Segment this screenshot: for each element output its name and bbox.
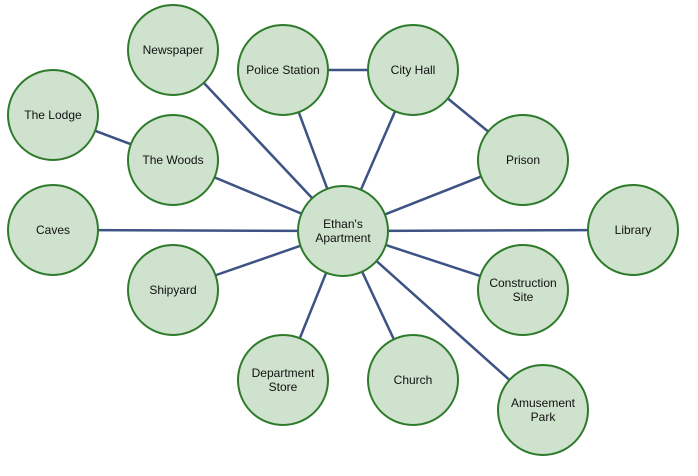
node-lodge: The Lodge bbox=[7, 69, 99, 161]
node-circle-shipyard bbox=[127, 244, 219, 336]
node-label-construction: Construction bbox=[489, 276, 556, 290]
node-label-woods: The Woods bbox=[142, 153, 203, 167]
node-shipyard: Shipyard bbox=[127, 244, 219, 336]
node-circle-woods bbox=[127, 114, 219, 206]
edge-apartment-library bbox=[342, 228, 634, 233]
node-label-library: Library bbox=[615, 223, 652, 237]
node-label-amusement: Amusement bbox=[511, 396, 576, 410]
node-circle-caves bbox=[7, 184, 99, 276]
node-circle-church bbox=[367, 334, 459, 426]
node-label-church: Church bbox=[394, 373, 433, 387]
node-label-amusement: Park bbox=[531, 410, 557, 424]
node-circle-cityhall bbox=[367, 24, 459, 116]
node-newspaper: Newspaper bbox=[127, 4, 219, 96]
node-label-lodge: The Lodge bbox=[24, 108, 82, 122]
node-circle-amusement bbox=[497, 364, 589, 456]
node-label-caves: Caves bbox=[36, 223, 70, 237]
node-circle-police bbox=[237, 24, 329, 116]
node-police: Police Station bbox=[237, 24, 329, 116]
node-label-cityhall: City Hall bbox=[391, 63, 436, 77]
node-cityhall: City Hall bbox=[367, 24, 459, 116]
node-label-shipyard: Shipyard bbox=[149, 283, 196, 297]
node-label-prison: Prison bbox=[506, 153, 540, 167]
node-circle-prison bbox=[477, 114, 569, 206]
node-label-police: Police Station bbox=[246, 63, 319, 77]
node-circle-construction bbox=[477, 244, 569, 336]
node-caves: Caves bbox=[7, 184, 99, 276]
node-label-construction: Site bbox=[513, 290, 534, 304]
node-label-department: Store bbox=[269, 380, 298, 394]
node-label-apartment: Ethan's bbox=[323, 217, 363, 231]
edge-apartment-caves bbox=[52, 228, 344, 233]
node-circle-apartment bbox=[297, 185, 389, 277]
node-circle-lodge bbox=[7, 69, 99, 161]
node-circle-library bbox=[587, 184, 679, 276]
node-circle-department bbox=[237, 334, 329, 426]
node-woods: The Woods bbox=[127, 114, 219, 206]
node-label-newspaper: Newspaper bbox=[143, 43, 204, 57]
node-prison: Prison bbox=[477, 114, 569, 206]
node-circle-newspaper bbox=[127, 4, 219, 96]
node-label-department: Department bbox=[252, 366, 315, 380]
node-label-apartment: Apartment bbox=[315, 231, 371, 245]
node-library: Library bbox=[587, 184, 679, 276]
node-church: Church bbox=[367, 334, 459, 426]
